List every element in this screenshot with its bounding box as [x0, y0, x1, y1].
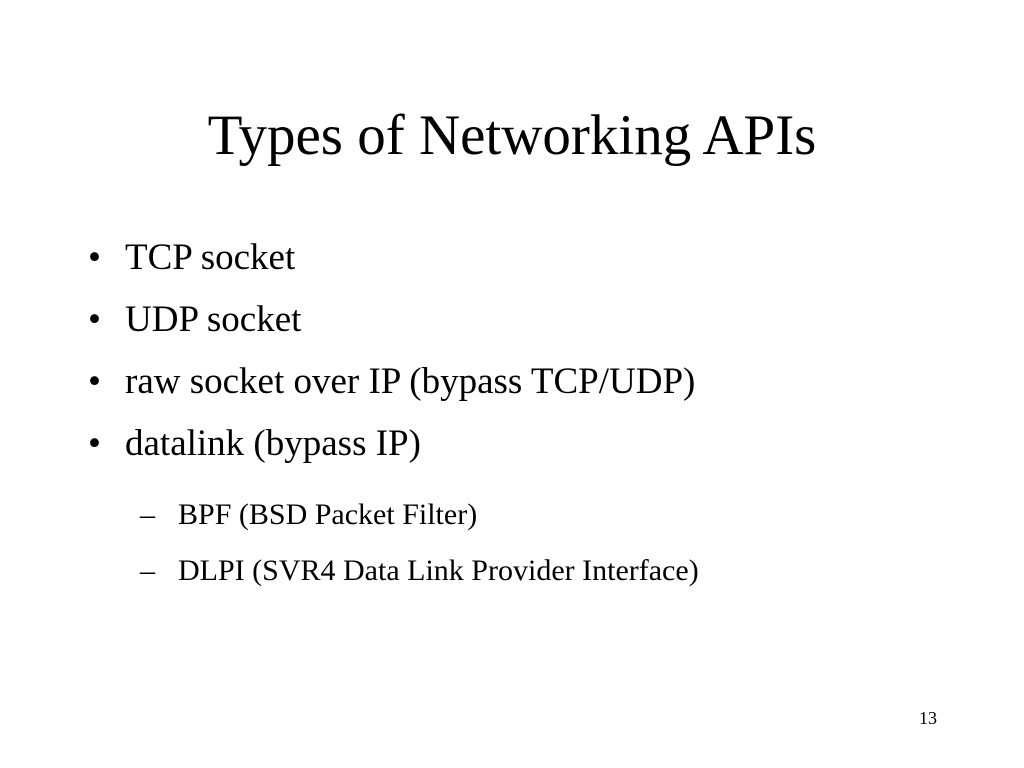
bullet-marker: • [88, 237, 101, 278]
sub-bullet-text: DLPI (SVR4 Data Link Provider Interface) [178, 554, 699, 587]
sub-bullet-marker: – [140, 554, 155, 587]
bullet-item-raw-socket: • raw socket over IP (bypass TCP/UDP) [88, 351, 695, 413]
bullet-item-udp-socket: • UDP socket [88, 289, 695, 351]
bullet-text: datalink (bypass IP) [125, 423, 421, 464]
sub-bullet-text: BPF (BSD Packet Filter) [178, 498, 478, 531]
sub-bullet-list: – BPF (BSD Packet Filter) – DLPI (SVR4 D… [96, 487, 699, 599]
slide-title: Types of Networking APIs [207, 104, 817, 167]
bullet-marker: • [88, 361, 101, 402]
bullet-text: TCP socket [125, 237, 296, 278]
bullet-item-datalink: • datalink (bypass IP) [88, 413, 695, 475]
sub-bullet-marker: – [140, 498, 155, 531]
bullet-item-tcp-socket: • TCP socket [88, 227, 695, 289]
bullet-list: • TCP socket • UDP socket • raw socket o… [88, 227, 695, 475]
bullet-text: UDP socket [125, 299, 302, 340]
bullet-marker: • [88, 423, 101, 464]
sub-bullet-item-bpf: – BPF (BSD Packet Filter) [140, 487, 699, 543]
bullet-text: raw socket over IP (bypass TCP/UDP) [125, 361, 696, 402]
bullet-marker: • [88, 299, 101, 340]
page-number: 13 [919, 708, 937, 728]
sub-bullet-item-dlpi: – DLPI (SVR4 Data Link Provider Interfac… [140, 543, 699, 599]
